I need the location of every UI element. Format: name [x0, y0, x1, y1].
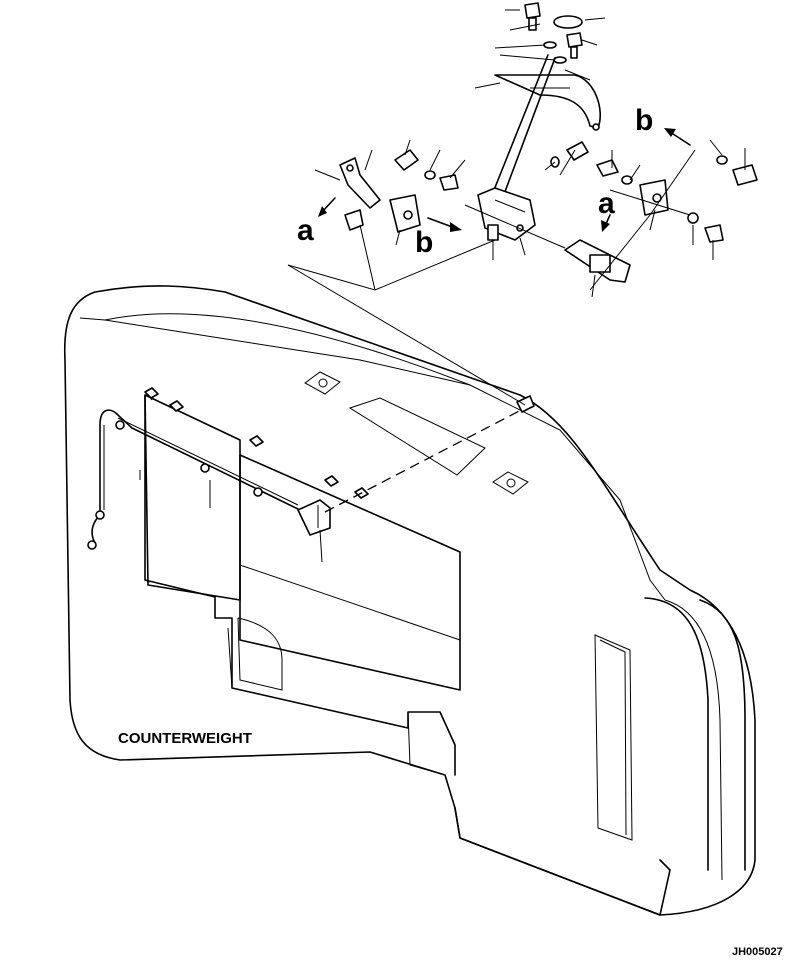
- reference-letters: a b a b: [297, 104, 653, 259]
- ref-label-b-right: b: [635, 104, 653, 137]
- ref-label-a-left: a: [297, 214, 314, 247]
- leader-lines-body: [139, 470, 323, 563]
- counterweight-front-face: [144, 387, 461, 776]
- counterweight-caption: COUNTERWEIGHT: [118, 730, 252, 747]
- wire-harness: [87, 264, 535, 550]
- ref-label-b-left: b: [415, 226, 433, 259]
- counterweight-body: [63, 285, 756, 916]
- ref-label-a-right: a: [598, 187, 615, 220]
- latch-assembly: [287, 2, 758, 298]
- drawing-code: JH005027: [732, 946, 783, 958]
